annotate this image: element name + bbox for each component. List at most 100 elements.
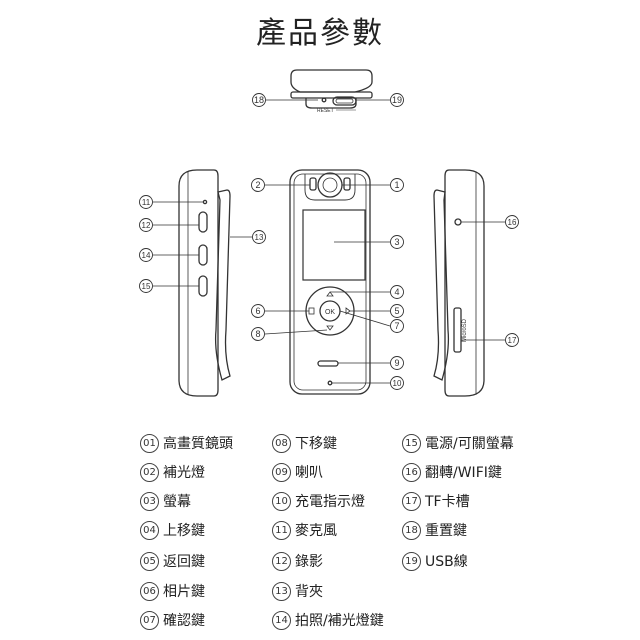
svg-text:9: 9	[394, 358, 399, 368]
svg-text:10: 10	[393, 379, 402, 388]
callout-4: 4	[390, 285, 404, 299]
svg-text:4: 4	[394, 287, 399, 297]
legend-label: USB線	[425, 554, 468, 570]
legend-label: 確認鍵	[163, 613, 205, 629]
photo-light-button	[198, 244, 208, 266]
down-arrow	[326, 325, 334, 331]
callout-18: 18	[252, 93, 266, 107]
legend-label: 麥克風	[295, 523, 337, 539]
back-clip	[214, 189, 231, 381]
callout-5: 5	[390, 304, 404, 318]
svg-text:11: 11	[142, 198, 151, 207]
legend-number: 06	[140, 581, 159, 601]
fill-light-right	[343, 177, 351, 191]
legend-label: 返回鍵	[163, 554, 205, 570]
svg-text:12: 12	[142, 221, 151, 230]
legend-label: TF卡槽	[425, 494, 470, 510]
callout-19: 19	[390, 93, 404, 107]
fill-light-left	[309, 177, 317, 191]
legend-number: 08	[272, 433, 291, 453]
legend-number: 05	[140, 551, 159, 571]
right-side-view	[433, 169, 485, 397]
svg-text:8: 8	[255, 329, 260, 339]
callout-10: 10	[390, 376, 404, 390]
back-arrow	[345, 307, 351, 315]
svg-text:19: 19	[392, 95, 402, 105]
legend-label: 螢幕	[163, 494, 191, 510]
screen	[302, 209, 366, 281]
callout-14: 14	[139, 248, 153, 262]
legend-number: 15	[402, 433, 421, 453]
callout-17: 17	[505, 333, 519, 347]
svg-text:15: 15	[142, 282, 151, 291]
callout-8: 8	[251, 327, 265, 341]
microsd-label: MicroSD	[462, 318, 468, 342]
svg-text:2: 2	[255, 180, 260, 190]
legend-label: 拍照/補光燈鍵	[295, 613, 384, 629]
svg-text:7: 7	[394, 321, 399, 331]
top-view	[290, 69, 373, 111]
reset-hole	[321, 97, 327, 103]
svg-text:16: 16	[508, 218, 517, 227]
svg-text:14: 14	[142, 251, 151, 260]
legend-number: 03	[140, 491, 159, 511]
legend-label: 充電指示燈	[295, 494, 365, 510]
tf-slot	[453, 307, 462, 353]
callout-16: 16	[505, 215, 519, 229]
legend-number: 04	[140, 520, 159, 540]
callout-12: 12	[139, 218, 153, 232]
legend-number: 12	[272, 551, 291, 571]
legend-number: 11	[272, 520, 291, 540]
left-side-view	[178, 169, 231, 397]
legend-number: 01	[140, 433, 159, 453]
callout-13: 13	[252, 230, 266, 244]
flip-wifi-button	[454, 218, 462, 226]
legend-number: 10	[272, 491, 291, 511]
legend-label: 背夾	[295, 584, 323, 600]
legend-number: 13	[272, 581, 291, 601]
right-back-clip	[433, 189, 450, 381]
legend-number: 14	[272, 610, 291, 630]
ok-label: OK	[325, 309, 335, 316]
reset-label: RESET	[317, 108, 334, 114]
svg-text:3: 3	[394, 237, 399, 247]
legend-label: 喇叭	[295, 465, 323, 481]
callout-15: 15	[139, 279, 153, 293]
svg-text:18: 18	[254, 95, 264, 105]
front-view	[289, 169, 371, 395]
legend-number: 09	[272, 462, 291, 482]
callout-6: 6	[251, 304, 265, 318]
legend-number: 18	[402, 520, 421, 540]
callout-1: 1	[390, 178, 404, 192]
leader-lines	[153, 99, 505, 384]
legend-label: 高畫質鏡頭	[163, 436, 233, 452]
legend-number: 16	[402, 462, 421, 482]
page-title: 產品參數	[256, 16, 384, 51]
legend-number: 07	[140, 610, 159, 630]
charge-led	[327, 380, 333, 386]
legend-label: 重置鍵	[425, 523, 467, 539]
legend-label: 電源/可關螢幕	[425, 436, 514, 452]
record-button	[198, 211, 208, 233]
svg-text:17: 17	[508, 336, 517, 345]
speaker-grille	[317, 360, 339, 367]
legend-label: 上移鍵	[163, 523, 205, 539]
callout-3: 3	[390, 235, 404, 249]
up-arrow	[326, 291, 334, 297]
